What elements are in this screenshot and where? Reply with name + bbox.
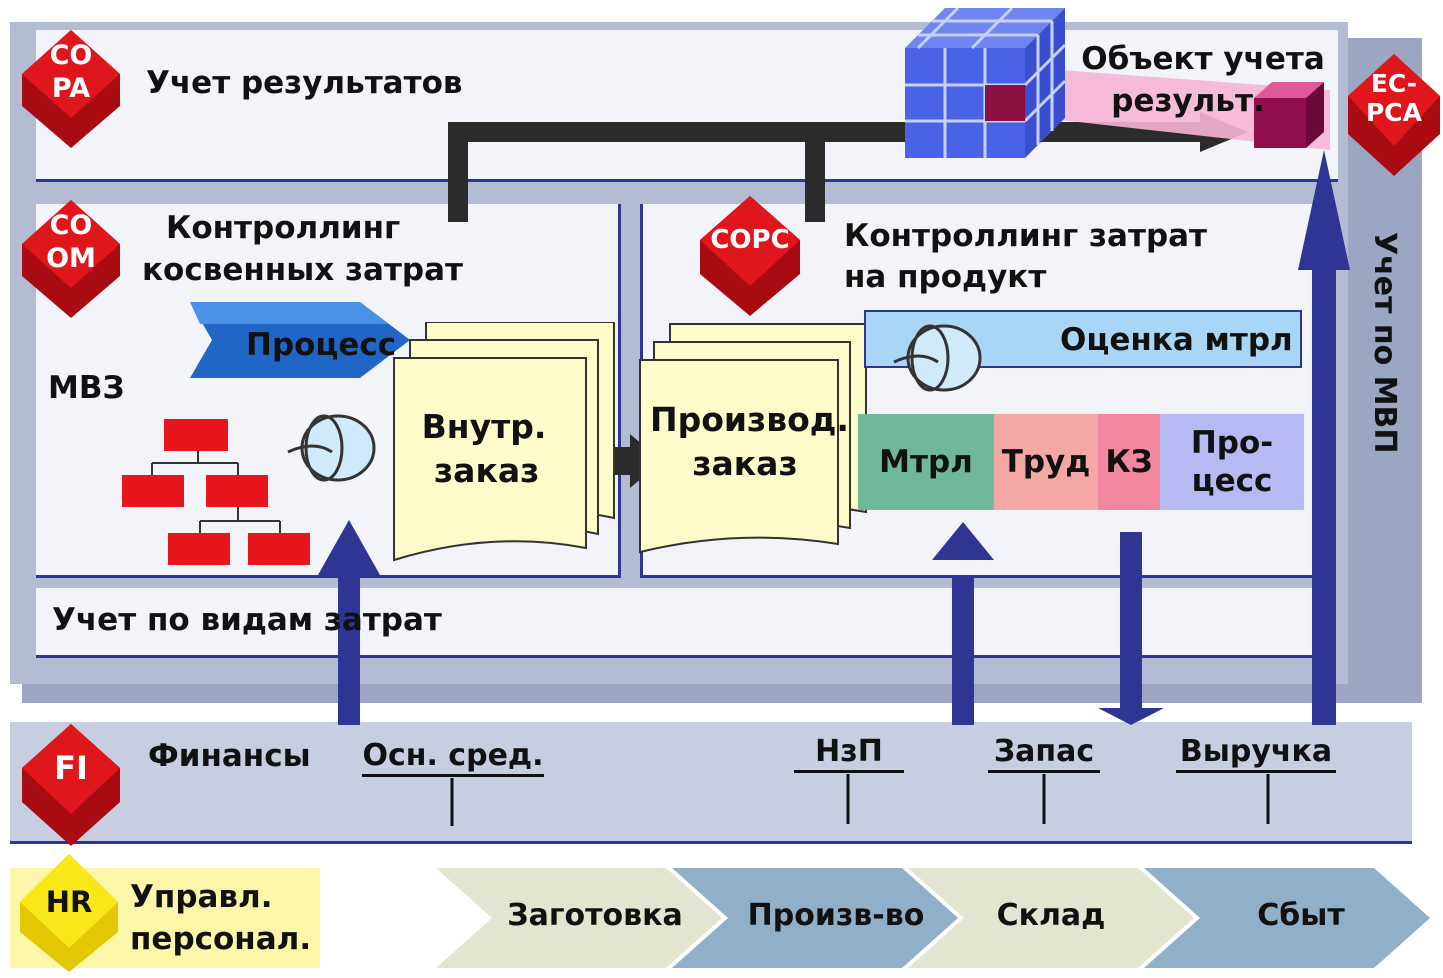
- result-object-line2: результ.: [1111, 83, 1265, 119]
- fi-account-fixed-assets: Осн. сред.: [362, 738, 544, 777]
- value-chain-production[interactable]: Произв-во: [747, 898, 925, 933]
- copc-badge[interactable]: COPC: [696, 192, 804, 318]
- fi-badge-gem: [22, 724, 120, 846]
- production-order-label: Производ. заказ: [650, 398, 849, 486]
- fi-title: Финансы: [148, 738, 311, 774]
- result-cube-icon: [905, 8, 1067, 158]
- copc-title-line1: Контроллинг затрат: [844, 218, 1208, 254]
- internal-order-line2: заказ: [434, 451, 540, 490]
- fi-account-wip: НзП: [794, 734, 904, 773]
- hr-badge-gem: [20, 854, 118, 972]
- process-label: Процесс: [246, 327, 397, 363]
- result-object-icon: [1254, 82, 1324, 148]
- copa-badge-line2: PA: [51, 73, 91, 104]
- value-chain-chevrons: [436, 868, 1430, 968]
- revenue-to-pca-shaft: [1312, 265, 1336, 725]
- copc-title-line2: на продукт: [844, 259, 1047, 295]
- process-chevron-icon: [190, 302, 410, 378]
- valuation-ring-icon: [287, 414, 376, 482]
- fi-to-mtrl-shaft: [952, 575, 974, 725]
- production-order-line2: заказ: [692, 444, 798, 483]
- material-valuation-label: Оценка мтрл: [1060, 322, 1293, 358]
- fi-account-inventory-label: Запас: [988, 734, 1100, 773]
- cost-component-material-label: Мтрл: [879, 444, 973, 480]
- ecpca-badge-line2: PCA: [1365, 98, 1423, 127]
- cost-component-process: Про- цесс: [1160, 414, 1304, 510]
- fi-account-wip-label: НзП: [794, 734, 904, 773]
- material-valuation-ring-icon: [893, 324, 982, 392]
- value-chain-warehouse[interactable]: Склад: [996, 898, 1106, 933]
- cost-component-material: Мтрл: [858, 414, 994, 510]
- fi-to-coom-shaft: [338, 575, 360, 725]
- profit-center-label: Учет по МВП: [1367, 232, 1402, 454]
- cost-component-overhead-label: КЗ: [1105, 444, 1153, 480]
- coom-badge-gem: [22, 200, 120, 318]
- coom-title-line2: косвенных затрат: [142, 252, 463, 288]
- hr-title-line1: Управл.: [130, 879, 273, 915]
- ecpca-badge-gem: [1348, 54, 1440, 176]
- hr-badge-label: HR: [45, 884, 93, 919]
- internal-order-line1: Внутр.: [421, 407, 547, 446]
- hr-badge[interactable]: HR: [16, 852, 122, 974]
- copc-badge-gem: [700, 196, 800, 316]
- cost-element-panel: [36, 588, 1336, 658]
- fi-account-inventory: Запас: [988, 734, 1100, 773]
- cost-center-label: МВЗ: [48, 370, 125, 406]
- fi-badge[interactable]: FI: [18, 720, 124, 848]
- result-object-line1: Объект учета: [1081, 41, 1325, 77]
- internal-order-document-icon: [393, 322, 615, 562]
- cost-component-labor-label: Труд: [1001, 444, 1091, 480]
- cost-component-overhead: КЗ: [1098, 414, 1160, 510]
- revenue-to-pca-arrowhead: [1298, 150, 1350, 270]
- fi-panel: [10, 722, 1412, 844]
- ecpca-badge-line1: EC-: [1370, 69, 1418, 98]
- value-chain-chevron-3: [908, 868, 1194, 968]
- hr-title: Управл. персонал.: [130, 876, 311, 960]
- cost-component-process-line1: Про-: [1190, 425, 1274, 461]
- value-chain-procurement[interactable]: Заготовка: [507, 898, 683, 933]
- cost-center-hierarchy-icon: [122, 419, 310, 565]
- kz-to-stock-shaft: [1120, 532, 1142, 712]
- fi-badge-label: FI: [54, 748, 88, 787]
- copa-badge-line1: CO: [49, 40, 93, 71]
- fi-to-mtrl-arrowhead: [932, 522, 994, 560]
- copa-badge[interactable]: CO PA: [18, 26, 124, 150]
- coom-badge[interactable]: CO OM: [18, 196, 124, 320]
- copc-badge-label: COPC: [710, 224, 790, 255]
- fi-account-revenue-label: Выручка: [1176, 734, 1336, 773]
- coom-title-line1: Контроллинг: [166, 210, 401, 246]
- value-chain-chevron-1: [436, 868, 722, 968]
- fi-to-coom-arrowhead: [318, 520, 380, 575]
- coom-badge-line2: OM: [46, 243, 96, 274]
- value-chain-chevron-4: [1144, 868, 1430, 968]
- cost-element-label: Учет по видам затрат: [52, 602, 442, 638]
- hr-title-line2: персонал.: [130, 921, 312, 957]
- value-chain-sales[interactable]: Сбыт: [1257, 898, 1345, 933]
- production-order-line1: Производ.: [650, 400, 849, 439]
- fi-account-revenue: Выручка: [1176, 734, 1336, 773]
- production-order-document-icon: [639, 323, 867, 554]
- copa-badge-gem: [22, 30, 120, 148]
- value-chain-chevron-2: [672, 868, 958, 968]
- copa-title: Учет результатов: [146, 65, 463, 101]
- internal-order-label: Внутр. заказ: [404, 405, 564, 493]
- coom-badge-line1: CO: [49, 210, 93, 241]
- cost-component-labor: Труд: [994, 414, 1098, 510]
- fi-account-fixed-assets-label: Осн. сред.: [362, 738, 544, 777]
- cost-component-process-line2: цесс: [1191, 463, 1273, 499]
- ecpca-badge[interactable]: EC- PCA: [1346, 50, 1442, 178]
- kz-to-stock-arrowhead: [1098, 708, 1164, 725]
- result-object-label: Объект учета результ.: [1078, 38, 1328, 122]
